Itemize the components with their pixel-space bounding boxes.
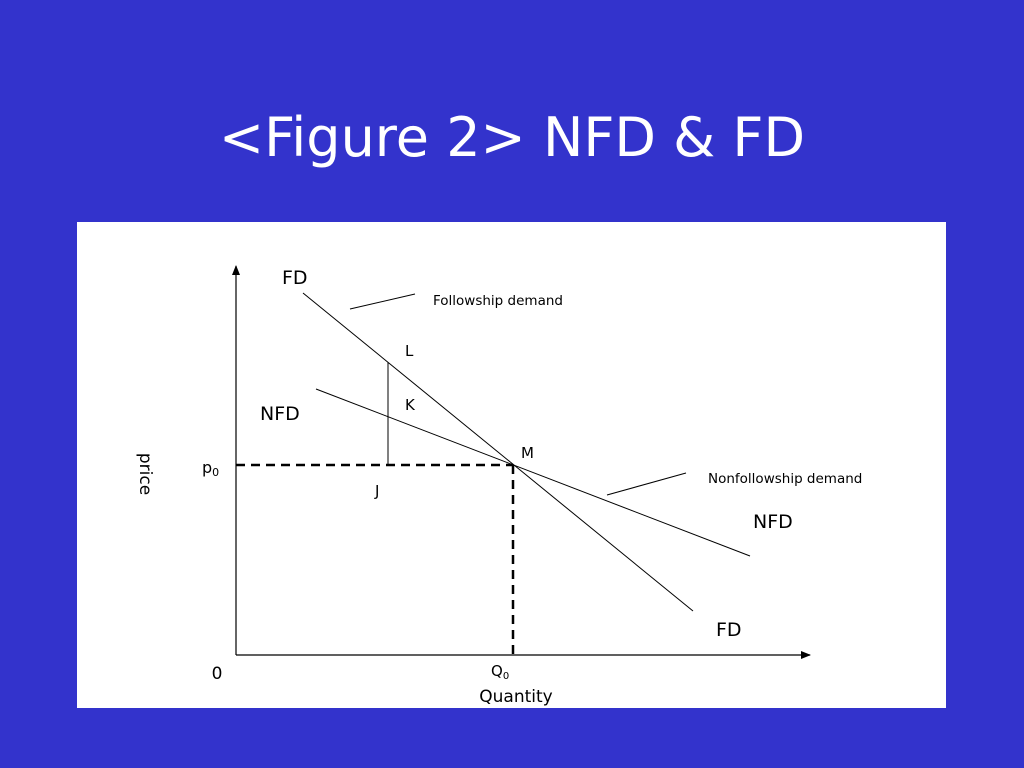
fd-label-bottom: FD [716, 619, 742, 641]
nfd-caption: Nonfollowship demand [708, 471, 862, 487]
point-k-label: K [405, 396, 416, 414]
nfd-caption-pointer [606, 472, 687, 496]
price-label-subscript: 0 [212, 466, 219, 479]
price-level-label: p0 [202, 458, 219, 479]
fd-caption-pointer [349, 293, 416, 310]
quantity-label-subscript: 0 [503, 671, 509, 682]
demand-diagram: price Quantity 0 p0 Q0 FD FD NFD NFD Fol… [135, 265, 862, 707]
point-j-label: J [374, 482, 379, 500]
figure-panel: price Quantity 0 p0 Q0 FD FD NFD NFD Fol… [77, 222, 946, 708]
nfd-curve [315, 388, 751, 557]
y-axis-label: price [135, 453, 155, 495]
point-l-label: L [405, 342, 414, 360]
price-label-main: p [202, 458, 212, 477]
slide-title: <Figure 2> NFD & FD [218, 106, 806, 169]
nfd-label-left: NFD [260, 403, 300, 425]
fd-curve [302, 292, 694, 612]
quantity-label-main: Q [491, 662, 503, 680]
x-axis-label: Quantity [479, 687, 552, 707]
fd-caption: Followship demand [433, 293, 563, 309]
origin-label: 0 [212, 664, 223, 684]
quantity-level-label: Q0 [491, 662, 509, 682]
fd-label-top: FD [282, 267, 308, 289]
point-m-label: M [521, 444, 534, 462]
nfd-label-right: NFD [753, 511, 793, 533]
